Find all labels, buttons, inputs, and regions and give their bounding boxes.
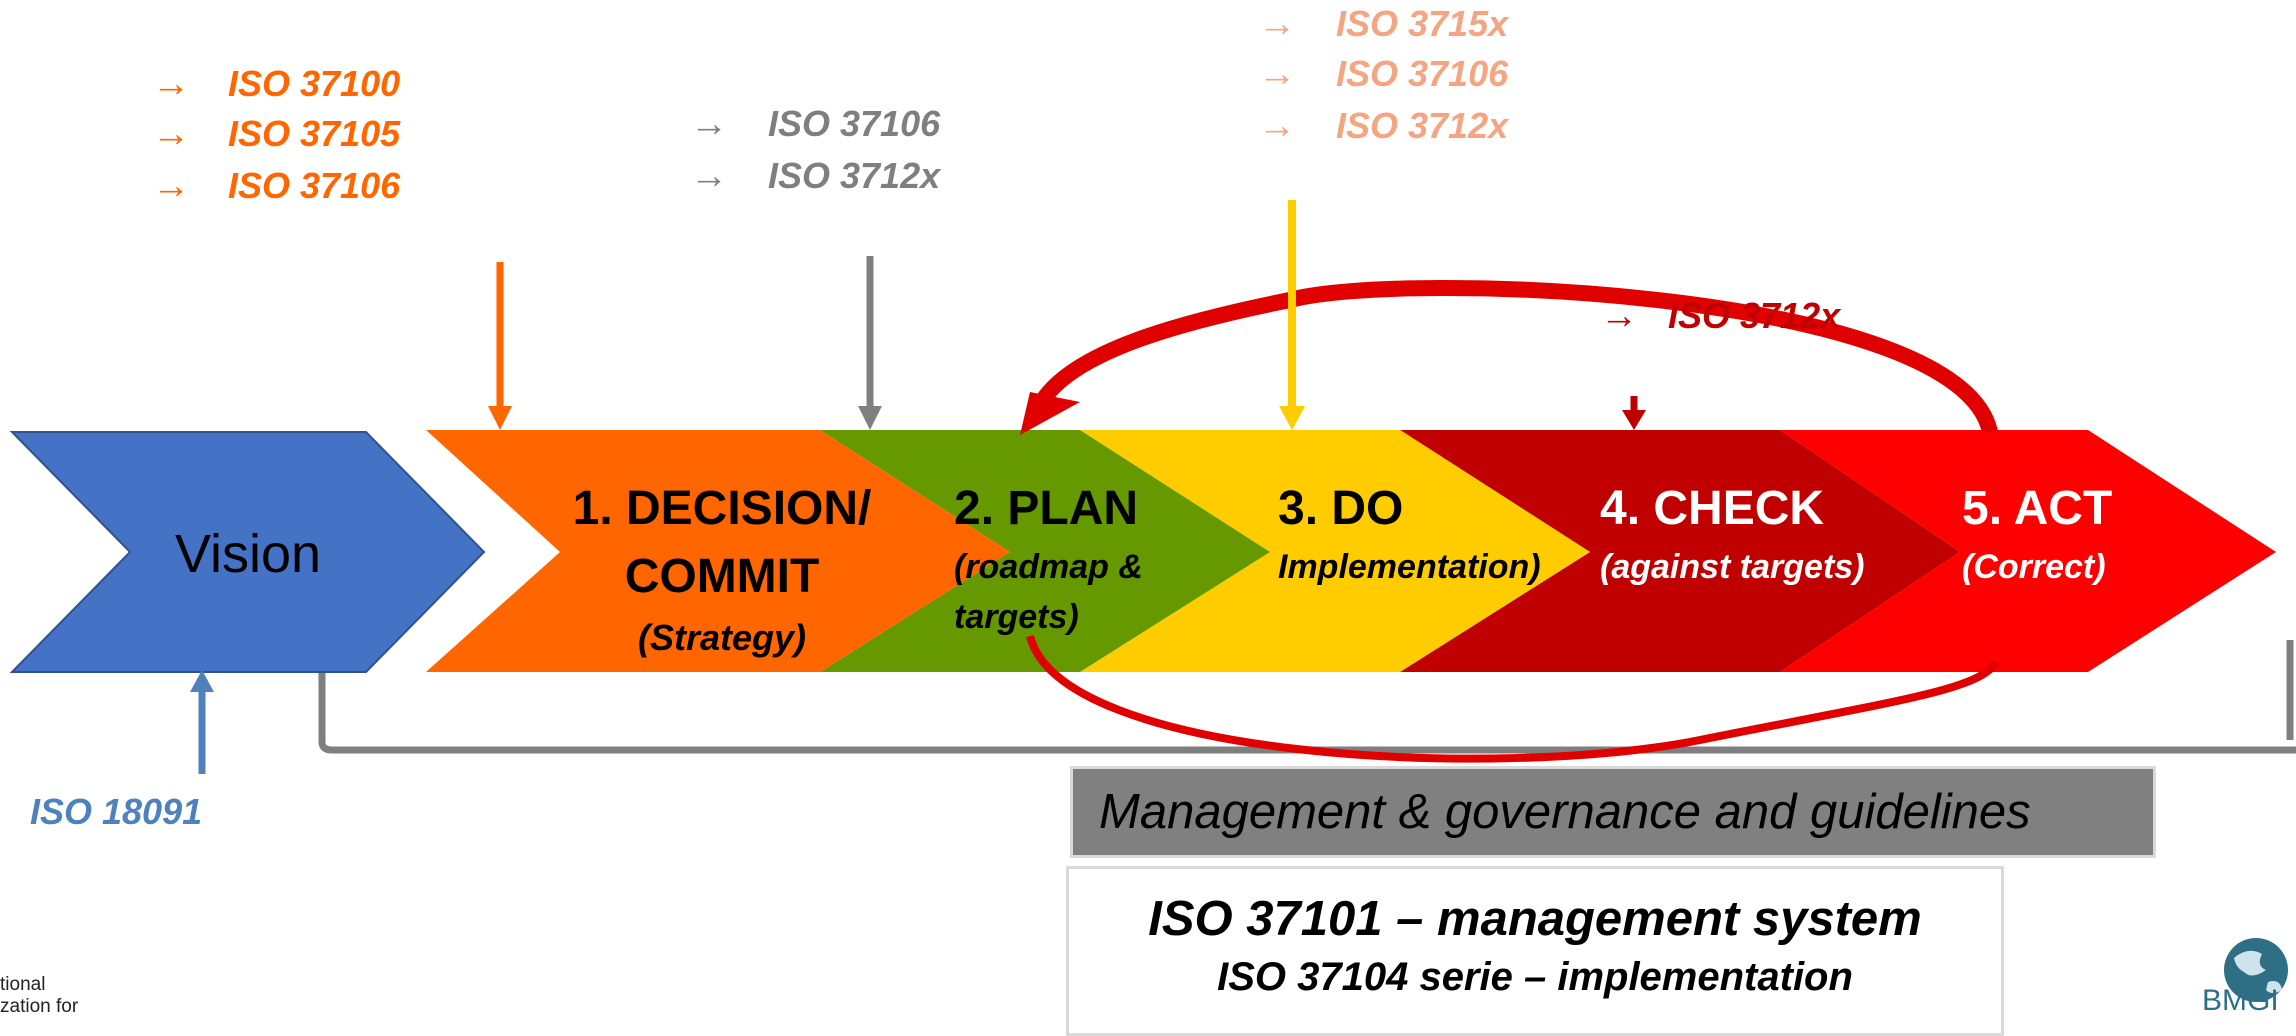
do-standard-item: ISO 3715x xyxy=(1336,3,1510,44)
decision-item-arrow: → xyxy=(152,63,190,105)
decision-item-arrow: → xyxy=(152,113,190,155)
do-standard-item: ISO 3712x xyxy=(1336,105,1510,146)
vision-standard-label: ISO 18091 xyxy=(30,791,202,832)
check-arrowhead xyxy=(1622,410,1646,430)
do-item-arrow: → xyxy=(1258,53,1296,95)
organization-logo-line1: tional xyxy=(0,974,46,995)
decision-title-2: COMMIT xyxy=(625,550,820,603)
loop-arrow-upper xyxy=(1032,280,1998,435)
act-chevron xyxy=(1780,430,2276,672)
decision-standard-item: ISO 37106 xyxy=(228,165,401,206)
do-title: 3. DO xyxy=(1278,482,1403,535)
check-title: 4. CHECK xyxy=(1600,482,1824,535)
decision-chevron xyxy=(426,430,1010,672)
loop-arrow-lower xyxy=(1026,634,2000,763)
plan-arrowhead xyxy=(858,406,882,430)
decision-subtitle: (Strategy) xyxy=(638,617,806,658)
plan-item-arrow: → xyxy=(690,155,728,197)
plan-standard-item: ISO 37106 xyxy=(768,103,941,144)
plan-title: 2. PLAN xyxy=(954,482,1138,535)
decision-title-1: 1. DECISION/ xyxy=(573,482,872,535)
act-title: 5. ACT xyxy=(1962,482,2112,535)
decision-item-arrow: → xyxy=(152,165,190,207)
vision-chevron xyxy=(9,431,486,673)
plan-standard-item: ISO 3712x xyxy=(768,155,942,196)
check-item-arrow: → xyxy=(1600,295,1638,337)
management-governance-label: Management & governance and guidelines xyxy=(1099,785,2031,839)
do-chevron xyxy=(1080,430,1590,672)
do-item-arrow: → xyxy=(1258,3,1296,45)
check-subtitle: (against targets) xyxy=(1600,548,1865,586)
iso-management-box: ISO 37101 – management system ISO 37104 … xyxy=(1066,866,2004,1036)
do-standard-item: ISO 37106 xyxy=(1336,53,1509,94)
loop-arrow-head xyxy=(1020,392,1080,435)
plan-chevron xyxy=(820,430,1270,672)
plan-item-arrow: → xyxy=(690,103,728,145)
iso-management-line1: ISO 37101 – management system xyxy=(1148,892,1922,946)
do-subtitle: Implementation) xyxy=(1278,548,1541,586)
check-chevron xyxy=(1400,430,1960,672)
decision-standard-item: ISO 37105 xyxy=(228,113,401,154)
vision-label: Vision xyxy=(175,524,321,584)
decision-arrowhead xyxy=(488,406,512,430)
act-subtitle: (Correct) xyxy=(1962,548,2106,586)
vision-arrowhead xyxy=(190,670,214,692)
plan-subtitle-1: (roadmap & xyxy=(954,548,1143,586)
management-governance-box: Management & governance and guidelines xyxy=(1070,766,2156,858)
organization-logo: tional zation for xyxy=(0,974,78,1018)
organization-logo-line2: zation for xyxy=(0,996,79,1017)
iso-management-line2: ISO 37104 serie – implementation xyxy=(1217,955,1853,999)
do-item-arrow: → xyxy=(1258,105,1296,147)
decision-standard-item: ISO 37100 xyxy=(228,63,400,104)
bmgi-logo-text: BMGI xyxy=(2202,984,2279,1016)
bmgi-logo: BMGI xyxy=(2202,938,2288,1016)
check-standard-item: ISO 3712x xyxy=(1668,295,1842,336)
plan-subtitle-2: targets) xyxy=(954,598,1079,636)
do-arrowhead xyxy=(1279,406,1305,430)
grey-bracket xyxy=(318,672,2296,754)
